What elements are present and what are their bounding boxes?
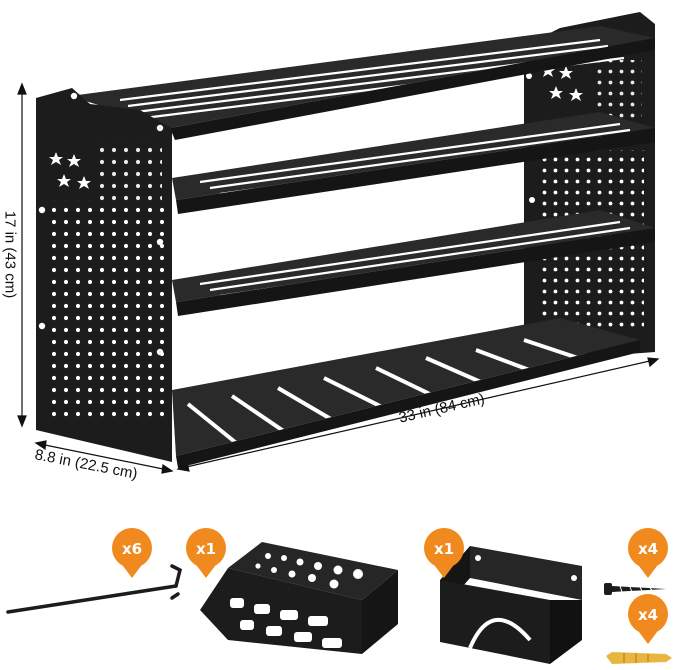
tool-rack xyxy=(36,12,655,468)
left-side-panel xyxy=(36,88,172,462)
badge-anchors-text: x4 xyxy=(638,606,658,624)
width-dimension-line xyxy=(176,357,660,472)
screwdriver-holder xyxy=(200,542,398,654)
badge-holder: x1 xyxy=(186,528,226,578)
badge-bracket-text: x1 xyxy=(434,540,454,558)
badge-screws: x4 xyxy=(628,528,668,578)
wall-bracket xyxy=(440,546,582,664)
badge-anchors: x4 xyxy=(628,594,668,644)
screw xyxy=(604,583,666,595)
badge-hooks-text: x6 xyxy=(122,540,142,558)
badge-screws-text: x4 xyxy=(638,540,658,558)
shelf-middle xyxy=(172,112,655,214)
badge-hooks: x6 xyxy=(112,528,152,578)
height-label: 17 in (43 cm) xyxy=(1,210,19,299)
badge-holder-text: x1 xyxy=(196,540,216,558)
badge-bracket: x1 xyxy=(424,528,464,578)
peg-hook xyxy=(6,564,183,614)
shelf-bottom-drill-slots xyxy=(172,318,640,468)
wall-anchor xyxy=(606,652,672,664)
depth-dimension-line xyxy=(34,440,174,474)
shelf-top xyxy=(70,26,655,140)
height-dimension-line xyxy=(17,82,27,428)
shelf-lower xyxy=(172,210,655,316)
